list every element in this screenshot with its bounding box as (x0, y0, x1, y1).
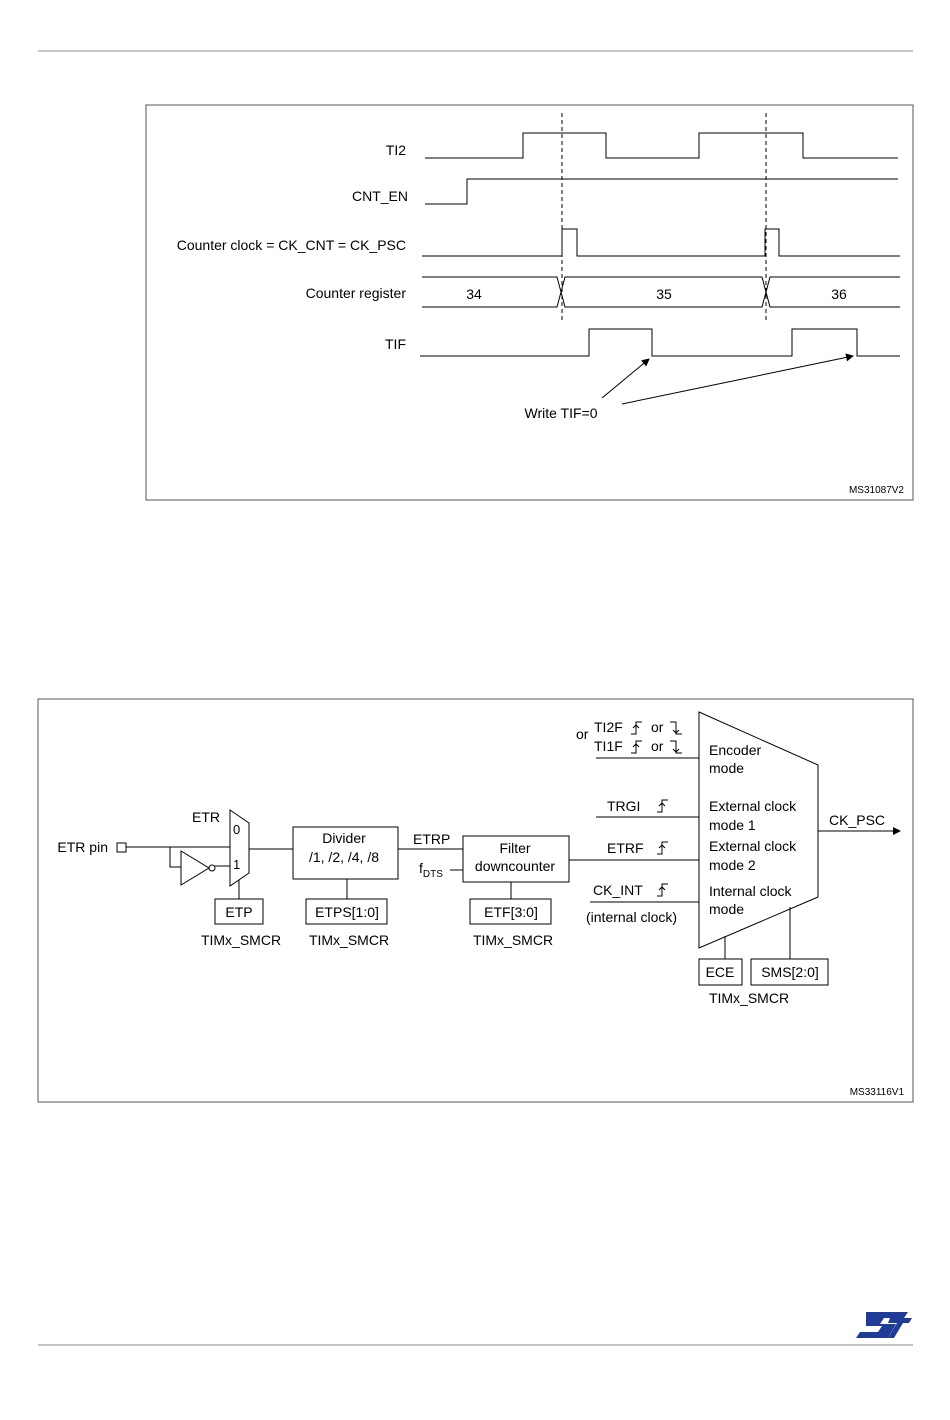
sms-box (750, 958, 829, 986)
mode-ext2-2: mode 2 (709, 857, 756, 873)
falling-edge-icon-ti1f (670, 740, 682, 754)
label-ti1f: TI1F (594, 738, 623, 754)
label-etps-register: TIMx_SMCR (309, 932, 389, 948)
waveform-counter-clock (422, 228, 900, 257)
label-etrf: ETRF (607, 840, 644, 856)
divider-ratios: /1, /2, /4, /8 (309, 849, 379, 865)
etp-box (214, 898, 264, 925)
label-etrp: ETRP (413, 831, 450, 847)
inverter-gate (180, 850, 210, 886)
rising-edge-icon-trgi (657, 799, 668, 813)
waveform-counter-register (422, 276, 900, 308)
edge-glyphs (631, 721, 682, 897)
label-or-ti1f: or (651, 738, 664, 754)
label-tif: TIF (385, 336, 406, 352)
clock-mode-selector (698, 711, 819, 949)
mode-int-1: Internal clock (709, 883, 792, 899)
filter-subtitle: downcounter (475, 858, 556, 874)
divider-block (292, 826, 399, 880)
figure2-id-code: MS33116V1 (850, 1087, 905, 1098)
etr-pin-box (116, 842, 127, 853)
rising-edge-icon-ti1f (631, 740, 642, 754)
label-etp: ETP (225, 904, 252, 920)
label-counter-register: Counter register (306, 285, 407, 301)
annotation-write-tif: Write TIF=0 (524, 405, 597, 421)
falling-edge-icon-ti2f (670, 721, 682, 735)
block-diagram-frame (37, 698, 914, 1103)
label-or-encoder: or (576, 726, 589, 742)
label-or-ti2f: or (651, 719, 664, 735)
label-internal-clock: (internal clock) (586, 909, 677, 925)
clock-block-diagram: ETR pin ETR 0 1 ETP TIMx_SMCR Divider /1… (37, 698, 914, 1103)
label-fdts: fDTS (419, 860, 443, 880)
counter-value-35: 35 (656, 286, 672, 302)
timing-diagram-frame (145, 104, 914, 501)
filter-block (462, 835, 570, 883)
label-sms: SMS[2:0] (761, 964, 819, 980)
mux-input-0: 0 (233, 822, 240, 837)
rising-edge-icon-etrf (657, 841, 668, 855)
waveform-tif (420, 328, 900, 357)
mode-ext2-1: External clock (709, 838, 797, 854)
label-etf-register: TIMx_SMCR (473, 932, 553, 948)
label-cnt-en: CNT_EN (352, 188, 408, 204)
mode-encoder-1: Encoder (709, 742, 761, 758)
annotation-arrow-2 (621, 353, 854, 405)
label-counter-clock: Counter clock = CK_CNT = CK_PSC (177, 237, 406, 253)
counter-value-36: 36 (831, 286, 847, 302)
label-ece: ECE (706, 964, 735, 980)
ece-box (698, 958, 743, 986)
label-sms-register: TIMx_SMCR (709, 990, 789, 1006)
mode-ext1-2: mode 1 (709, 817, 756, 833)
st-logo: ST (856, 1312, 912, 1338)
label-trgi: TRGI (607, 798, 640, 814)
annotation-arrow-1 (601, 358, 650, 399)
label-etf: ETF[3:0] (484, 904, 538, 920)
timing-diagram: TI2 CNT_EN Counter clock = CK_CNT = CK_P… (145, 104, 914, 501)
label-etr-pin: ETR pin (57, 839, 108, 855)
counter-value-34: 34 (466, 286, 482, 302)
inverter-bubble (208, 864, 216, 872)
mode-ext1-1: External clock (709, 798, 797, 814)
label-etps: ETPS[1:0] (315, 904, 379, 920)
filter-title: Filter (499, 840, 530, 856)
label-etr: ETR (192, 809, 220, 825)
label-ck-int: CK_INT (593, 882, 643, 898)
label-ck-psc: CK_PSC (829, 812, 885, 828)
etps-box (305, 898, 388, 925)
label-etp-register: TIMx_SMCR (201, 932, 281, 948)
mode-encoder-2: mode (709, 760, 744, 776)
mode-int-2: mode (709, 901, 744, 917)
divider-title: Divider (322, 830, 366, 846)
label-ti2f: TI2F (594, 719, 623, 735)
waveform-cnt-en (425, 178, 898, 205)
rising-edge-icon-ti2f (631, 721, 642, 735)
etf-box (469, 898, 552, 925)
waveform-ti2 (425, 132, 898, 159)
figure1-id-code: MS31087V2 (849, 485, 904, 496)
label-ti2: TI2 (386, 142, 406, 158)
mux-input-1: 1 (233, 857, 240, 872)
etr-polarity-mux (229, 809, 250, 887)
rising-edge-icon-ck-int (657, 883, 668, 897)
